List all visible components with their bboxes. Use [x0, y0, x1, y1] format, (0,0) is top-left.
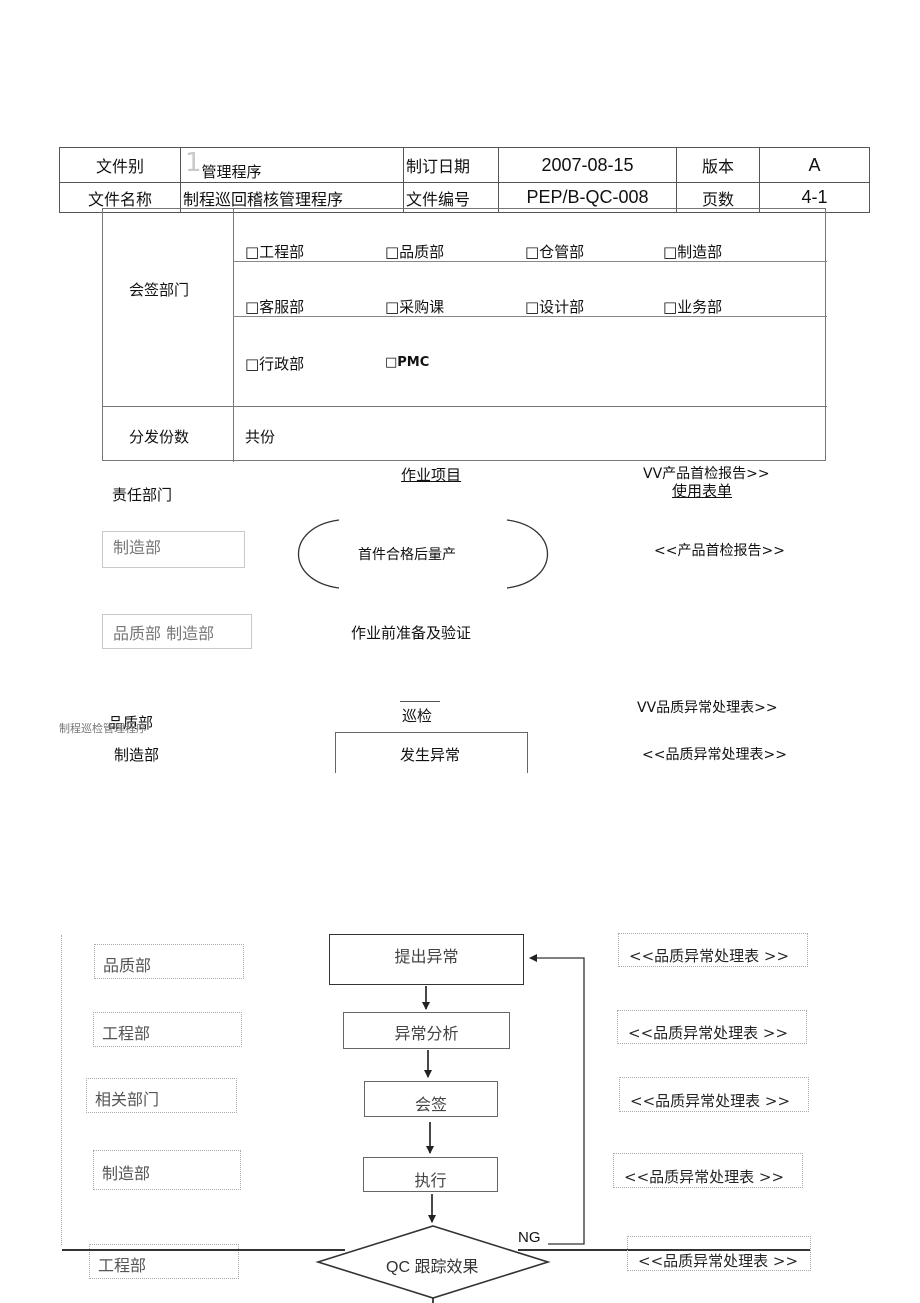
step-box: 会签	[364, 1081, 498, 1117]
header-row-1: 文件别 1管理程序 制订日期 2007-08-15 版本 A	[59, 147, 870, 183]
doc-type-marker: 1	[185, 148, 202, 179]
step-box: 异常分析	[343, 1012, 510, 1049]
dept-box: 制造部	[102, 531, 245, 568]
step-label: 巡检	[402, 707, 433, 725]
checkbox-purchasing[interactable]: □采购课	[385, 298, 445, 316]
doc-number-value: PEP/B-QC-008	[498, 182, 677, 213]
terminator-shape	[298, 519, 548, 589]
form-box: <<品质异常处理表 >>	[618, 933, 808, 967]
watermark-text: 制程巡检管理程序	[59, 722, 147, 735]
form-label: <<产品首检报告>>	[654, 543, 785, 559]
checkbox-quality[interactable]: □品质部	[385, 243, 445, 261]
checkbox-warehouse[interactable]: □仓管部	[525, 243, 585, 261]
step-box: 提出异常	[329, 934, 524, 985]
dept-box: 相关部门	[86, 1078, 237, 1113]
checkbox-sales[interactable]: □业务部	[663, 298, 723, 316]
sign-off-row-line	[103, 406, 827, 407]
issue-date-label: 制订日期	[403, 147, 499, 183]
decision-label: QC 跟踪效果	[386, 1259, 479, 1276]
doc-name-label: 文件名称	[59, 182, 181, 213]
checkbox-customer-service[interactable]: □客服部	[245, 298, 305, 316]
sign-off-section: 会签部门 □工程部 □品质部 □仓管部 □制造部 □客服部 □采购课 □设计部 …	[102, 208, 827, 462]
sign-off-row-line	[233, 316, 827, 317]
issue-date-value: 2007-08-15	[498, 147, 677, 183]
dept-box: 工程部	[93, 1012, 242, 1047]
step-line	[400, 701, 440, 702]
step-label: 发生异常	[400, 746, 461, 764]
doc-name-value: 制程巡回稽核管理程序	[180, 182, 404, 213]
forms-heading: 使用表单	[672, 482, 733, 500]
dept-column-line	[61, 935, 63, 1245]
form-box: <<品质异常处理表 >>	[617, 1010, 807, 1044]
doc-type-text: 管理程序	[201, 163, 262, 181]
sign-off-divider	[233, 209, 234, 462]
page-count-value: 4-1	[759, 182, 870, 213]
form-box: <<品质异常处理表 >>	[619, 1077, 809, 1112]
checkbox-engineering[interactable]: □工程部	[245, 243, 305, 261]
form-box: <<品质异常处理表 >>	[613, 1153, 803, 1188]
doc-type-label: 文件别	[59, 147, 181, 183]
dept-label: 制造部	[114, 746, 160, 764]
version-value: A	[759, 147, 870, 183]
checkbox-manufacturing[interactable]: □制造部	[663, 243, 723, 261]
checkbox-pmc[interactable]: □PMC	[385, 355, 430, 370]
copies-value: 共份	[245, 428, 276, 446]
dept-box: 工程部	[89, 1244, 239, 1279]
version-label: 版本	[676, 147, 760, 183]
copies-label: 分发份数	[129, 428, 190, 446]
header-row-2: 文件名称 制程巡回稽核管理程序 文件编号 PEP/B-QC-008 页数 4-1	[59, 182, 870, 213]
ng-label: NG	[518, 1229, 541, 1246]
form-label: <<品质异常处理表>>	[642, 747, 787, 763]
form-box: <<品质异常处理表 >>	[627, 1236, 811, 1271]
step-box	[335, 732, 528, 773]
dept-box: 品质部	[94, 944, 244, 979]
ng-loop-arrow	[529, 954, 585, 1245]
dept-box: 品质部 制造部	[102, 614, 252, 649]
document-header-table: 文件别 1管理程序 制订日期 2007-08-15 版本 A 文件名称 制程巡回…	[59, 147, 870, 213]
doc-type-value: 1管理程序	[180, 147, 404, 183]
terminator-label: 首件合格后量产	[358, 547, 456, 563]
operation-heading: 作业项目	[401, 466, 462, 484]
sign-off-row-line	[233, 261, 827, 262]
step-label: 作业前准备及验证	[351, 624, 472, 642]
form-note-top: VV产品首检报告>>	[643, 466, 770, 482]
form-label: VV品质异常处理表>>	[637, 700, 778, 716]
dept-label: 品质部	[108, 714, 154, 732]
responsible-dept-heading: 责任部门	[112, 486, 173, 504]
flow-connectors	[62, 954, 810, 1303]
checkbox-design[interactable]: □设计部	[525, 298, 585, 316]
step-box: 执行	[363, 1157, 498, 1192]
dept-box: 制造部	[93, 1150, 241, 1190]
sign-off-label: 会签部门	[129, 281, 190, 299]
checkbox-administration[interactable]: □行政部	[245, 355, 305, 373]
